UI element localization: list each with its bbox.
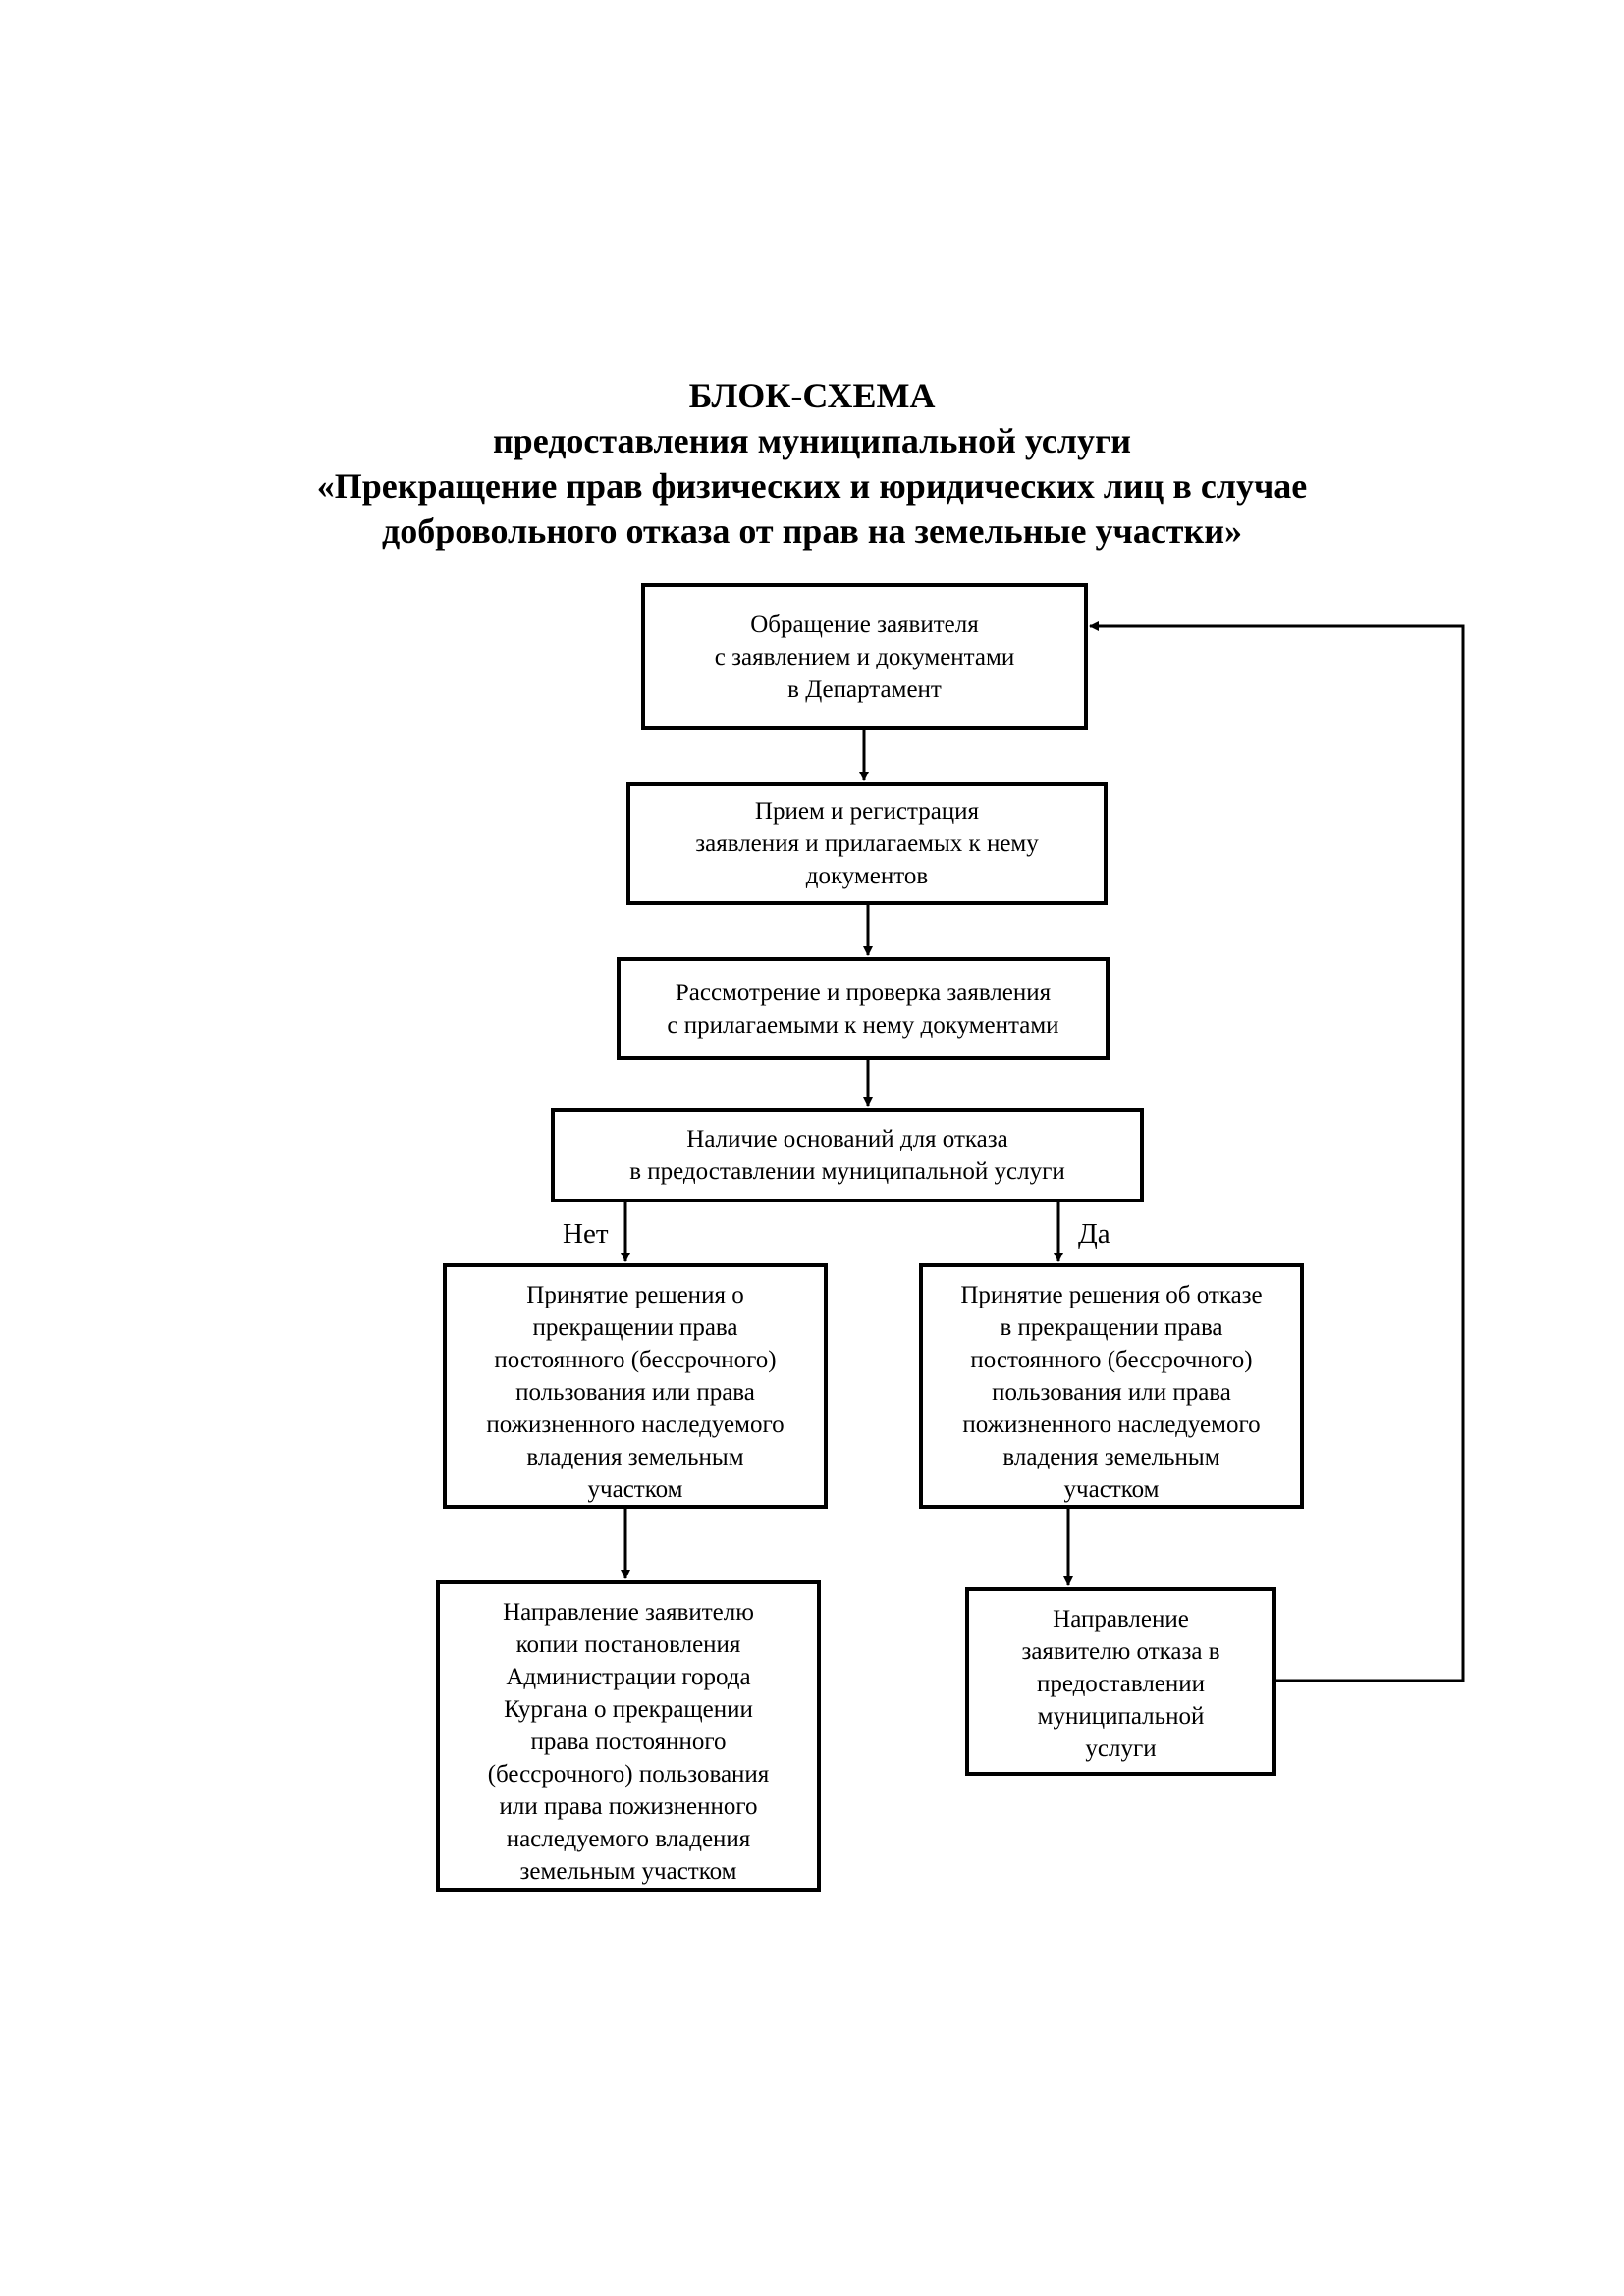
node-decision-termination-line: Принятие решения о xyxy=(526,1282,744,1308)
node-registration-text: Прием и регистрация заявления и прилагае… xyxy=(695,795,1039,892)
node-decision-termination-line: владения земельным xyxy=(526,1444,744,1470)
node-send-refusal-line: услуги xyxy=(1085,1735,1157,1762)
node-review-line: с прилагаемыми к нему документами xyxy=(667,1011,1059,1039)
node-send-refusal-line: Направление xyxy=(1053,1606,1189,1632)
node-appeal-line: Обращение заявителя xyxy=(750,611,979,638)
node-decision-termination-line: пользования или права xyxy=(515,1379,755,1406)
diagram-subtitle: предоставления муниципальной услуги xyxy=(492,421,1132,460)
node-decision-termination-line: пожизненного наследуемого xyxy=(486,1412,785,1438)
node-decision-refusal-line: пользования или права xyxy=(992,1379,1231,1406)
node-send-resolution-line: Администрации города xyxy=(506,1664,751,1690)
node-send-resolution-text: Направление заявителю копии постановлени… xyxy=(488,1596,770,1888)
node-appeal-text: Обращение заявителя с заявлением и докум… xyxy=(715,609,1014,706)
node-send-refusal-line: предоставлении xyxy=(1036,1671,1206,1697)
node-decision-termination-line: постоянного (бессрочного) xyxy=(494,1347,777,1373)
node-send-refusal: Направление заявителю отказа в предостав… xyxy=(965,1587,1276,1776)
node-decision-refusal-line: пожизненного наследуемого xyxy=(962,1412,1261,1438)
node-decision-refusal-line: участком xyxy=(1063,1476,1160,1503)
node-grounds-check-line: в предоставлении муниципальной услуги xyxy=(629,1158,1065,1185)
node-registration: Прием и регистрация заявления и прилагае… xyxy=(626,782,1108,905)
node-registration-line: заявления и прилагаемых к нему xyxy=(695,830,1039,857)
node-appeal: Обращение заявителя с заявлением и докум… xyxy=(641,583,1088,730)
node-grounds-check-line: Наличие оснований для отказа xyxy=(686,1126,1008,1152)
node-registration-line: документов xyxy=(805,863,929,889)
node-decision-refusal-line: Принятие решения об отказе xyxy=(960,1282,1263,1308)
node-send-refusal-line: заявителю отказа в xyxy=(1021,1638,1220,1665)
node-decision-termination-line: прекращении права xyxy=(532,1314,738,1341)
connector-feedback-loop xyxy=(1089,621,1465,1682)
node-send-resolution-line: права постоянного xyxy=(530,1729,727,1755)
node-send-resolution-line: Направление заявителю xyxy=(503,1599,754,1626)
node-decision-refusal: Принятие решения об отказе в прекращении… xyxy=(919,1263,1304,1509)
node-registration-line: Прием и регистрация xyxy=(754,798,980,825)
node-review: Рассмотрение и проверка заявления с прил… xyxy=(617,957,1110,1060)
node-send-refusal-line: муниципальной xyxy=(1037,1703,1205,1730)
node-send-resolution: Направление заявителю копии постановлени… xyxy=(436,1580,821,1892)
node-decision-termination: Принятие решения о прекращении права пос… xyxy=(443,1263,828,1509)
node-grounds-check: Наличие оснований для отказа в предостав… xyxy=(551,1108,1144,1202)
node-send-resolution-line: Кургана о прекращении xyxy=(504,1696,753,1723)
branch-label-yes: Да xyxy=(1078,1218,1110,1250)
node-review-line: Рассмотрение и проверка заявления xyxy=(675,979,1052,1006)
node-send-resolution-line: или права пожизненного xyxy=(499,1793,758,1820)
node-decision-refusal-line: владения земельным xyxy=(1002,1444,1220,1470)
node-send-resolution-line: земельным участком xyxy=(519,1858,737,1885)
node-review-text: Рассмотрение и проверка заявления с прил… xyxy=(667,977,1058,1041)
node-appeal-line: в Департамент xyxy=(787,675,942,703)
node-decision-termination-text: Принятие решения о прекращении права пос… xyxy=(486,1279,784,1506)
diagram-title: БЛОК-СХЕМА xyxy=(688,376,936,415)
node-send-refusal-text: Направление заявителю отказа в предостав… xyxy=(1021,1603,1219,1765)
node-grounds-check-text: Наличие оснований для отказа в предостав… xyxy=(629,1123,1065,1188)
node-decision-termination-line: участком xyxy=(587,1476,683,1503)
diagram-service-name-line2: добровольного отказа от прав на земельны… xyxy=(382,511,1242,551)
node-decision-refusal-line: в прекращении права xyxy=(1000,1314,1223,1341)
node-decision-refusal-line: постоянного (бессрочного) xyxy=(970,1347,1253,1373)
node-send-resolution-line: наследуемого владения xyxy=(506,1826,751,1852)
branch-label-no: Нет xyxy=(563,1218,609,1250)
node-send-resolution-line: (бессрочного) пользования xyxy=(487,1761,770,1788)
diagram-service-name-line1: «Прекращение прав физических и юридическ… xyxy=(316,466,1308,506)
node-decision-refusal-text: Принятие решения об отказе в прекращении… xyxy=(960,1279,1262,1506)
node-appeal-line: с заявлением и документами xyxy=(714,643,1015,670)
node-send-resolution-line: копии постановления xyxy=(515,1631,741,1658)
